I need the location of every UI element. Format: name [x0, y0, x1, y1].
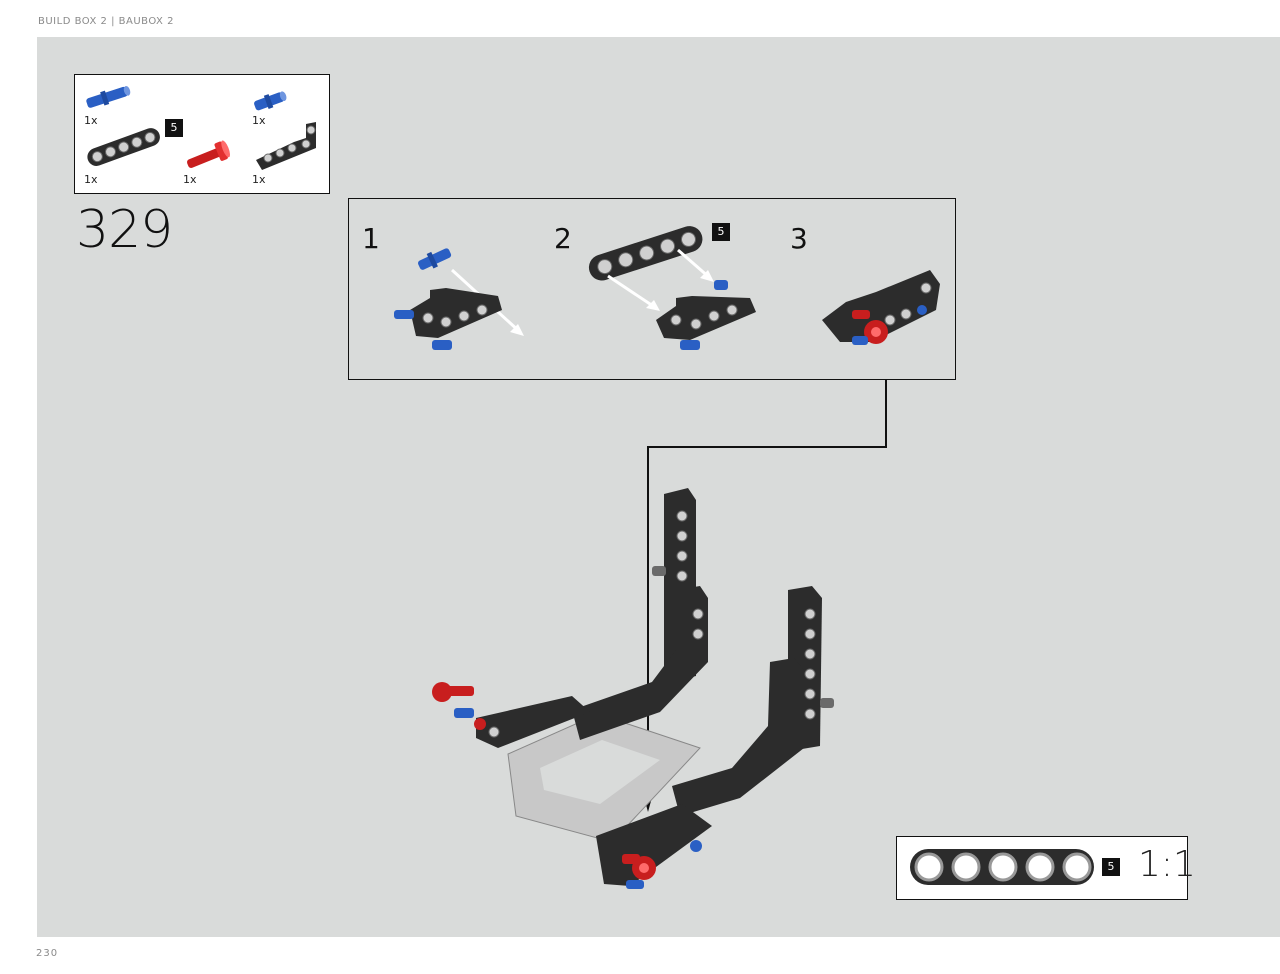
page-number: 230	[36, 948, 59, 959]
beam-length-badge: 5	[712, 223, 730, 241]
qty-label: 1x	[84, 114, 98, 127]
step-number: 329	[76, 200, 173, 260]
sub-step-number: 3	[790, 222, 808, 255]
qty-label: 1x	[252, 114, 266, 127]
sub-step-number: 2	[554, 222, 572, 255]
black-beam-5-icon	[87, 128, 160, 166]
qty-label: 1x	[183, 173, 197, 186]
qty-label: 1x	[252, 173, 266, 186]
page-header: BUILD BOX 2 | BAUBOX 2	[38, 16, 174, 27]
qty-label: 1x	[84, 173, 98, 186]
sub-step-number: 1	[362, 222, 380, 255]
beam-length-badge: 5	[1102, 858, 1120, 876]
beam-length-badge: 5	[165, 119, 183, 137]
sub-step-2-illustration	[588, 226, 756, 350]
sub-step-3-illustration	[822, 270, 940, 345]
beam-scale-icon	[910, 849, 1094, 885]
main-model-illustration	[432, 488, 834, 889]
blue-pin-long-icon	[86, 85, 131, 108]
scale-label: 1:1	[1138, 844, 1196, 885]
black-bent-beam-icon	[256, 122, 316, 170]
red-axle-pin-icon	[187, 140, 230, 168]
blue-pin-short-icon	[254, 91, 287, 111]
sub-step-1-illustration	[394, 248, 524, 350]
